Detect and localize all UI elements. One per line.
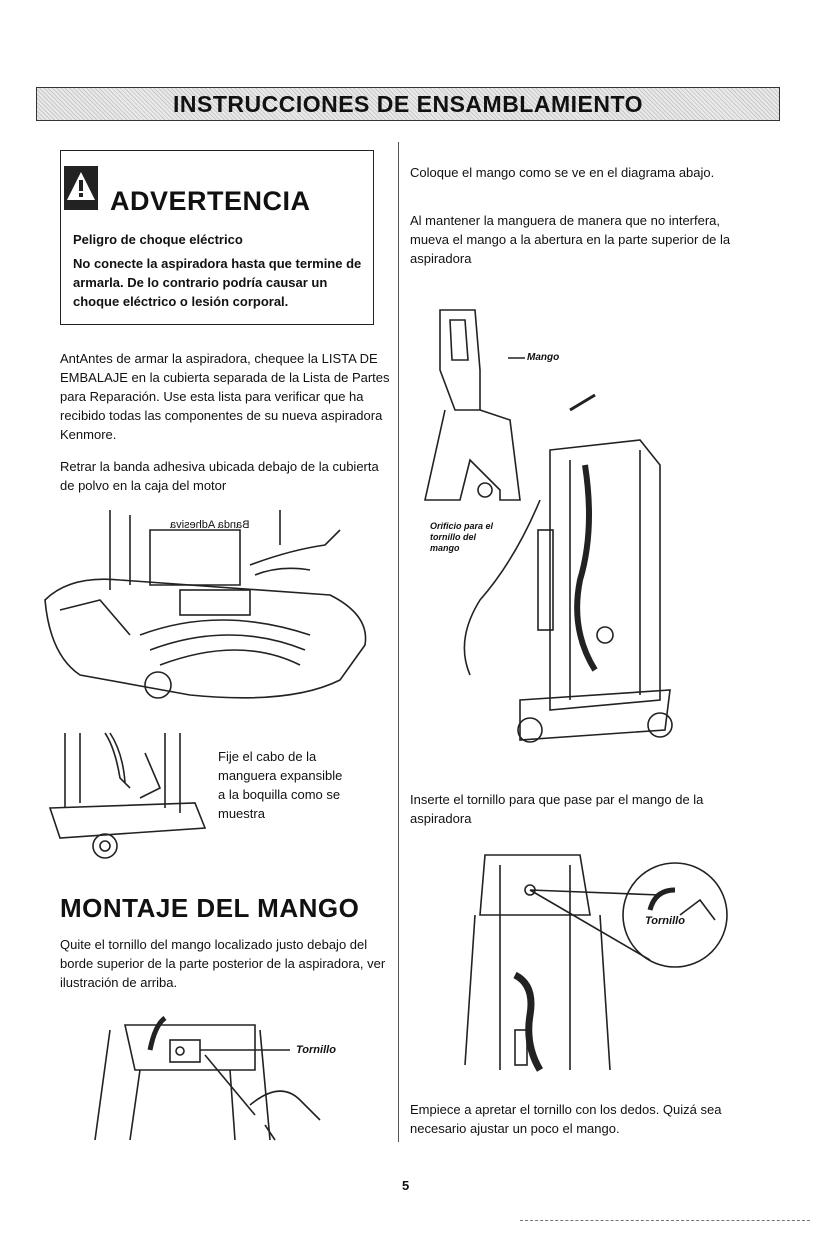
warning-line1: Peligro de choque eléctrico [73,232,243,247]
warning-line2: No conecte la aspiradora hasta que termi… [73,256,362,309]
section-title: MONTAJE DEL MANGO [60,893,360,923]
hose-attach-illustration [48,732,207,859]
right-screw-label: Tornillo [645,915,685,927]
move-handle-paragraph: Al mantener la manguera de manera que no… [410,213,731,266]
handle-label: Mango [527,352,560,363]
nozzle-tape-illustration [44,510,367,699]
page-number: 5 [402,1178,410,1193]
tighten-screw-paragraph: Empiece a apretar el tornillo con los de… [410,1102,722,1136]
vacuum-handle-illustration [424,309,673,743]
remove-screw-paragraph: Quite el tornillo del mango localizado j… [60,937,386,990]
left-screw-label: Tornillo [296,1044,336,1056]
screw-removal-illustration [94,1015,321,1141]
screw-insert-illustration [464,854,728,1072]
tape-label: Banda Adhesiva [170,519,250,531]
place-handle-paragraph: Coloque el mango como se ve en el diagra… [410,165,715,180]
screw-hole-label: Orificio para el tornillo del mango [430,521,494,553]
column-divider [398,142,399,1142]
adhesive-paragraph: Retrar la banda adhesiva ubicada debajo … [60,459,379,493]
packing-list-paragraph: AntAntes de armar la aspiradora, chequee… [60,351,390,442]
footer-line [520,1220,810,1222]
warning-title: ADVERTENCIA [110,186,311,216]
insert-screw-paragraph: Inserte el tornillo para que pase par el… [410,792,704,826]
hose-caption: Fije el cabo de la manguera expansible a… [218,749,343,821]
section-banner: INSTRUCCIONES DE ENSAMBLAMIENTO [36,87,780,121]
warning-box [60,150,374,325]
banner-title: INSTRUCCIONES DE ENSAMBLAMIENTO [173,90,643,117]
warning-body: Peligro de choque eléctrico No conecte l… [73,230,363,316]
warning-icon [64,166,98,210]
